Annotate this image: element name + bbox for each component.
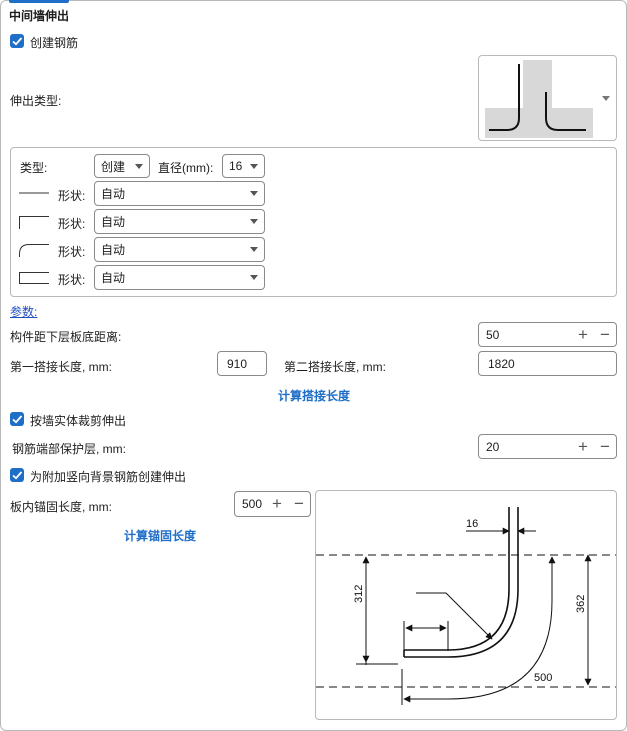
trim-by-wall-checkbox[interactable] (10, 412, 24, 426)
plus-icon[interactable]: + (272, 494, 282, 513)
shape-select-value: 自动 (101, 187, 126, 201)
member-distance-label: 构件距下层板底距离: (10, 330, 122, 344)
minus-icon[interactable]: − (600, 324, 610, 344)
lap1-label: 第一搭接长度, mm: (10, 360, 112, 374)
chevron-down-icon (250, 163, 258, 169)
calc-lap-link[interactable]: 计算搭接长度 (278, 389, 351, 403)
shape-select-straight[interactable]: 自动 (94, 181, 265, 206)
anchorage-diagram: 16 312 362 500 (315, 490, 617, 720)
lap1-input[interactable]: 910 (217, 351, 267, 376)
rebar-options-panel (10, 147, 617, 297)
member-distance-value: 50 (486, 327, 500, 342)
dim-right-label: 362 (575, 595, 587, 613)
shape-label: 形状: (58, 273, 86, 287)
chevron-down-icon (135, 163, 143, 169)
calc-anchor-link[interactable]: 计算锚固长度 (124, 529, 197, 543)
dim-top-label: 16 (466, 518, 478, 530)
curved-shape-icon (19, 244, 49, 257)
straight-shape-icon (19, 192, 49, 194)
create-rebar-label: 创建钢筋 (30, 36, 79, 50)
dim-bottom-label: 500 (534, 672, 552, 684)
extension-type-preview[interactable] (478, 55, 617, 141)
chevron-down-icon (250, 247, 258, 252)
trim-by-wall-label: 按墙实体裁剪伸出 (30, 414, 127, 428)
dim-left-label: 312 (353, 585, 365, 603)
shape-label: 形状: (58, 189, 86, 203)
checkmark-icon (12, 37, 23, 46)
minus-icon[interactable]: − (600, 436, 610, 456)
diameter-label: 直径(mm): (158, 161, 214, 175)
minus-icon[interactable]: − (294, 494, 304, 513)
type-select-value: 创建 (101, 159, 126, 174)
lap2-input[interactable]: 1820 (478, 351, 617, 376)
plus-icon[interactable]: + (578, 324, 588, 344)
shape-select-u[interactable]: 自动 (94, 265, 265, 290)
u-shape-icon (19, 272, 49, 284)
anchorage-diagram-drawing: 16 312 362 500 (316, 507, 616, 705)
type-select[interactable]: 创建 (94, 154, 150, 178)
create-rebar-checkbox[interactable] (10, 34, 24, 48)
shape-select-value: 自动 (101, 271, 126, 285)
member-distance-stepper[interactable]: 50 + − (478, 322, 617, 347)
anchor-length-stepper[interactable]: 500 + − (234, 491, 311, 517)
chevron-down-icon (250, 219, 258, 224)
shape-select-curved[interactable]: 自动 (94, 237, 265, 262)
anchor-length-value: 500 (242, 497, 263, 511)
anchor-length-label: 板内锚固长度, mm: (10, 500, 112, 514)
create-for-additional-checkbox[interactable] (10, 468, 24, 482)
extension-type-dropdown-arrow[interactable] (602, 96, 610, 101)
params-link[interactable]: 参数: (10, 305, 38, 319)
plus-icon[interactable]: + (578, 436, 588, 456)
type-label: 类型: (20, 161, 48, 175)
checkmark-icon (12, 415, 23, 424)
shape-label: 形状: (58, 245, 86, 259)
shape-select-value: 自动 (101, 243, 126, 257)
create-for-additional-label: 为附加竖向背景钢筋创建伸出 (30, 470, 187, 484)
end-cover-stepper[interactable]: 20 + − (478, 434, 617, 459)
chevron-down-icon (250, 275, 258, 280)
end-cover-value: 20 (486, 439, 500, 454)
diameter-select[interactable]: 16 (222, 154, 265, 178)
active-tab-indicator (9, 0, 69, 3)
shape-select-l[interactable]: 自动 (94, 209, 265, 234)
wall-extension-icon (485, 60, 593, 138)
chevron-down-icon (250, 191, 258, 196)
end-cover-label: 钢筋端部保护层, mm: (12, 442, 126, 456)
diameter-select-value: 16 (229, 159, 243, 173)
lap2-label: 第二搭接长度, mm: (284, 360, 386, 374)
shape-select-value: 自动 (101, 215, 126, 229)
l-shape-icon (19, 216, 49, 229)
extension-type-label: 伸出类型: (10, 94, 62, 108)
checkmark-icon (12, 471, 23, 480)
shape-label: 形状: (58, 217, 86, 231)
section-title: 中间墙伸出 (9, 9, 70, 23)
